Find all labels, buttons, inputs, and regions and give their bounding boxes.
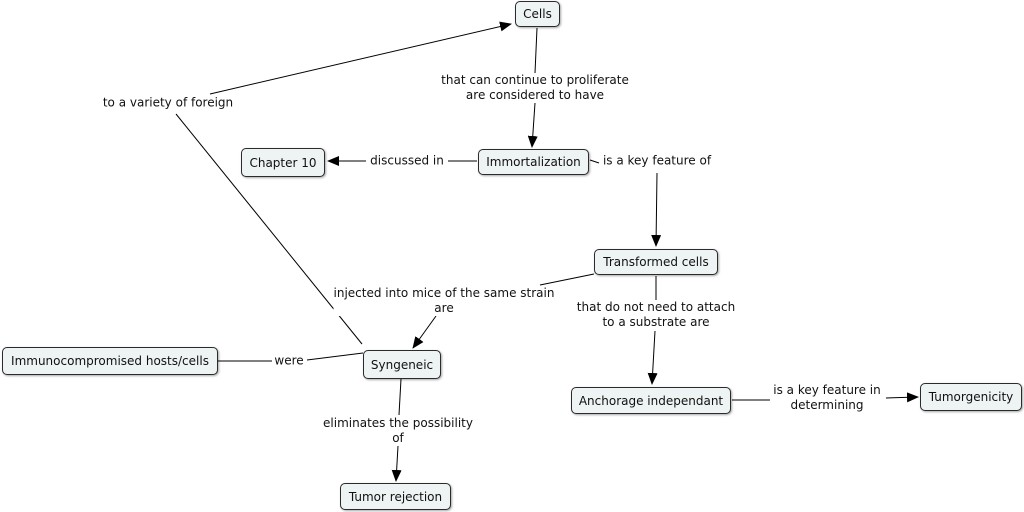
link-eliminates: eliminates the possibility of (323, 416, 473, 446)
concept-tumor-rejection-label: Tumor rejection (348, 489, 443, 504)
connector-donotneed-to-anchorage (647, 330, 658, 385)
concept-cells[interactable]: Cells (515, 1, 560, 27)
concept-cells-label: Cells (523, 7, 552, 21)
concept-immortalization[interactable]: Immortalization (478, 149, 589, 175)
concept-transformed-cells[interactable]: Transformed cells (594, 249, 718, 275)
link-can-continue: that can continue to proliferate are con… (441, 73, 629, 103)
concept-immunocompromised[interactable]: Immunocompromised hosts/cells (2, 347, 218, 375)
connector-transformed-to-injected (539, 273, 595, 286)
concept-anchorage-independant-label: Anchorage independant (578, 393, 724, 408)
connector-label-to-immortalization (527, 102, 538, 148)
connector-syngeneic-to-were (306, 352, 364, 361)
concept-tumorgenicity[interactable]: Tumorgenicity (920, 383, 1022, 411)
link-discussed-in: discussed in (370, 153, 444, 169)
connector-immortalization-to-keyfeature (589, 159, 600, 164)
connector-eliminates-to-tumorrejection (391, 445, 402, 482)
link-key-feature-of: is a key feature of (602, 153, 712, 169)
connector-syngeneic-to-eliminates (398, 378, 402, 416)
concept-anchorage-independant[interactable]: Anchorage independant (571, 387, 731, 414)
link-variety-foreign: to a variety of foreign (102, 95, 234, 111)
link-injected-into: injected into mice of the same strain ar… (333, 286, 555, 316)
concept-immortalization-label: Immortalization (486, 155, 581, 169)
concept-tumor-rejection[interactable]: Tumor rejection (340, 483, 451, 510)
link-do-not-need: that do not need to attach to a substrat… (576, 300, 736, 330)
connector-cells-to-label (534, 27, 538, 74)
connector-syngeneic-to-foreign (175, 113, 363, 345)
link-key-feature-determining: is a key feature in determining (773, 383, 881, 413)
link-were: were (274, 353, 304, 369)
concept-transformed-cells-label: Transformed cells (603, 255, 709, 269)
concept-chapter10[interactable]: Chapter 10 (241, 148, 325, 177)
connector-keyfeature-to-tumorgenicity (885, 392, 919, 403)
connector-foreign-to-cells (209, 21, 512, 95)
concept-syngeneic[interactable]: Syngeneic (363, 350, 441, 379)
concept-chapter10-label: Chapter 10 (249, 155, 317, 170)
connector-keyfeature-to-transformed (651, 172, 662, 247)
concept-tumorgenicity-label: Tumorgenicity (928, 390, 1014, 404)
concept-immunocompromised-label: Immunocompromised hosts/cells (11, 354, 209, 368)
concept-syngeneic-label: Syngeneic (370, 357, 434, 372)
connector-injected-to-syngeneic (412, 315, 437, 349)
